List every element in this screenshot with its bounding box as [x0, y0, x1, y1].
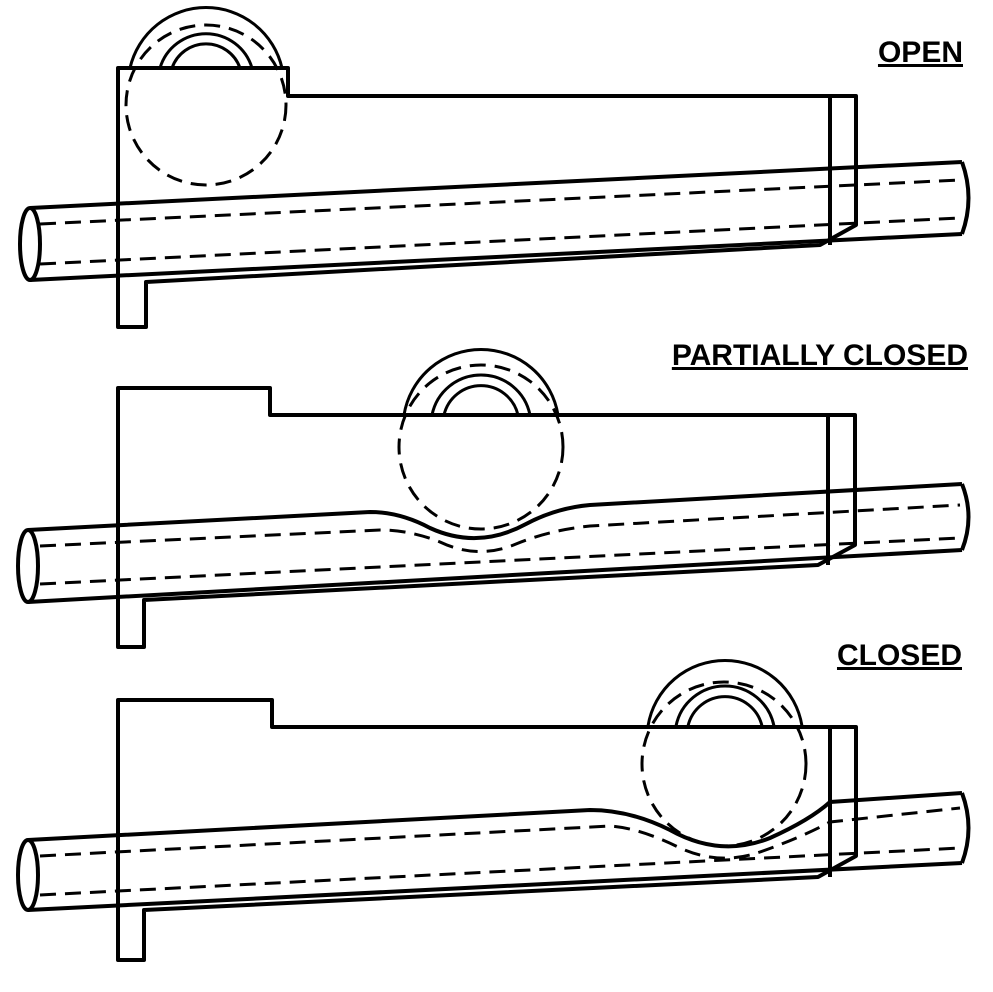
- panel-label-open: OPEN: [878, 36, 963, 69]
- panel-partially-closed: PARTIALLY CLOSED: [16, 339, 971, 649]
- panel-closed: CLOSED: [16, 639, 971, 962]
- roller-partially-closed: [397, 347, 565, 531]
- panel-label-closed: CLOSED: [837, 639, 962, 672]
- tube-closed: [16, 791, 971, 912]
- roller-closed: [640, 658, 808, 848]
- roller-open: [124, 6, 288, 187]
- tube-partially-closed: [16, 482, 971, 604]
- panel-open: OPEN: [18, 6, 971, 329]
- tube-open: [18, 160, 971, 282]
- clamp-body-open: [116, 66, 858, 329]
- clamp-body-closed: [116, 698, 858, 962]
- panel-label-partially-closed: PARTIALLY CLOSED: [672, 339, 968, 372]
